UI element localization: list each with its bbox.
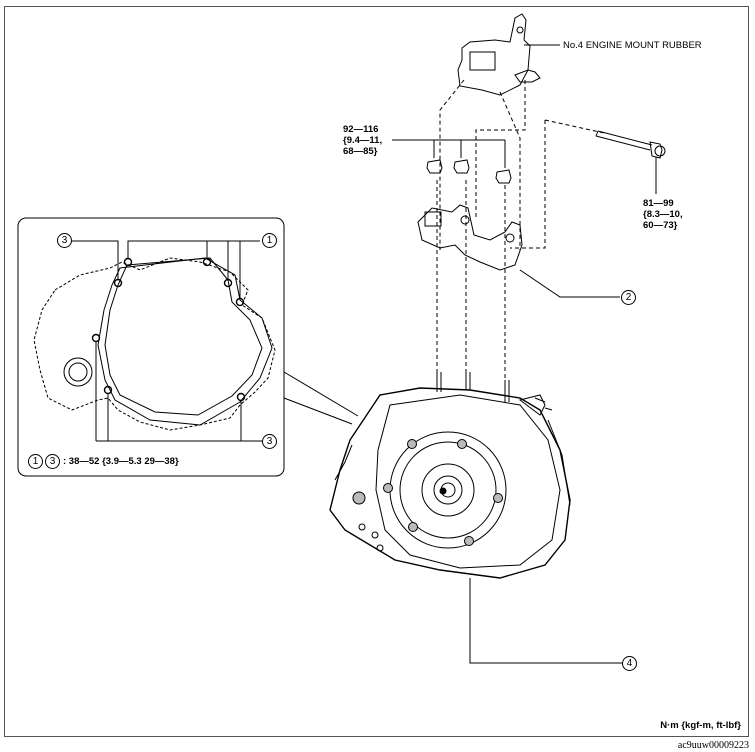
mount-bracket (417, 204, 523, 271)
callout-1: 1 (262, 233, 277, 248)
spec-marker-3: 3 (45, 454, 60, 469)
bellhousing-inner-line (104, 257, 263, 416)
nuts (426, 159, 512, 184)
nut-torque-line-1: 92—116 (343, 124, 379, 135)
inset-leader-upper (283, 371, 359, 417)
inset-bolt-hole (223, 278, 233, 288)
leader-1-bar (127, 240, 260, 258)
nut-torque-line-2: {9.4—11, (343, 135, 383, 146)
transmission-case-outline (329, 387, 571, 579)
bellhousing-outline-rear (33, 257, 276, 431)
callout-2: 2 (621, 290, 636, 305)
engine-mount-rubber-label: No.4 ENGINE MOUNT RUBBER (563, 40, 702, 51)
diagram-frame (4, 6, 749, 737)
through-bolt (595, 130, 666, 159)
inset-bore-inner (68, 362, 88, 382)
leader-4 (469, 578, 622, 664)
inset-bolt-hole (123, 257, 133, 267)
leader-3-top (72, 240, 119, 280)
mount-rubber-body (457, 13, 531, 96)
callout-3-bottom: 3 (262, 434, 277, 449)
nut-torque-line-3: 68—85} (343, 146, 378, 157)
mount-rubber-block (469, 51, 496, 71)
inset-bolt-hole (103, 385, 113, 395)
bolt-torque-line-3: 60—73} (643, 220, 678, 231)
inset-bolt-hole (91, 333, 101, 343)
callout-4: 4 (622, 656, 637, 671)
inset-leader-lower (283, 397, 353, 425)
callout-3-top: 3 (57, 233, 72, 248)
spec-marker-1: 1 (28, 454, 43, 469)
bellhousing-bolts (352, 439, 503, 546)
inset-torque-spec: : 38—52 {3.9—5.3 29—38} (63, 456, 179, 467)
inset-bolt-hole (235, 297, 245, 307)
bolt-torque-line-2: {8.3—10, (643, 209, 683, 220)
figure-reference: ac9uuw00009223 (677, 740, 749, 751)
bellhousing-outline-front (97, 257, 273, 426)
inset-bore-outer (63, 357, 93, 387)
detail-inset-box (17, 217, 285, 477)
leader-2 (519, 269, 620, 298)
inset-bolt-hole (202, 257, 212, 267)
bolt-torque-line-1: 81—99 (643, 198, 674, 209)
bellhousing-face (375, 394, 561, 569)
inset-bolt-hole (236, 392, 246, 402)
torque-converter-outer (389, 431, 507, 549)
units-note: N·m {kgf-m, ft-lbf} (660, 720, 741, 731)
